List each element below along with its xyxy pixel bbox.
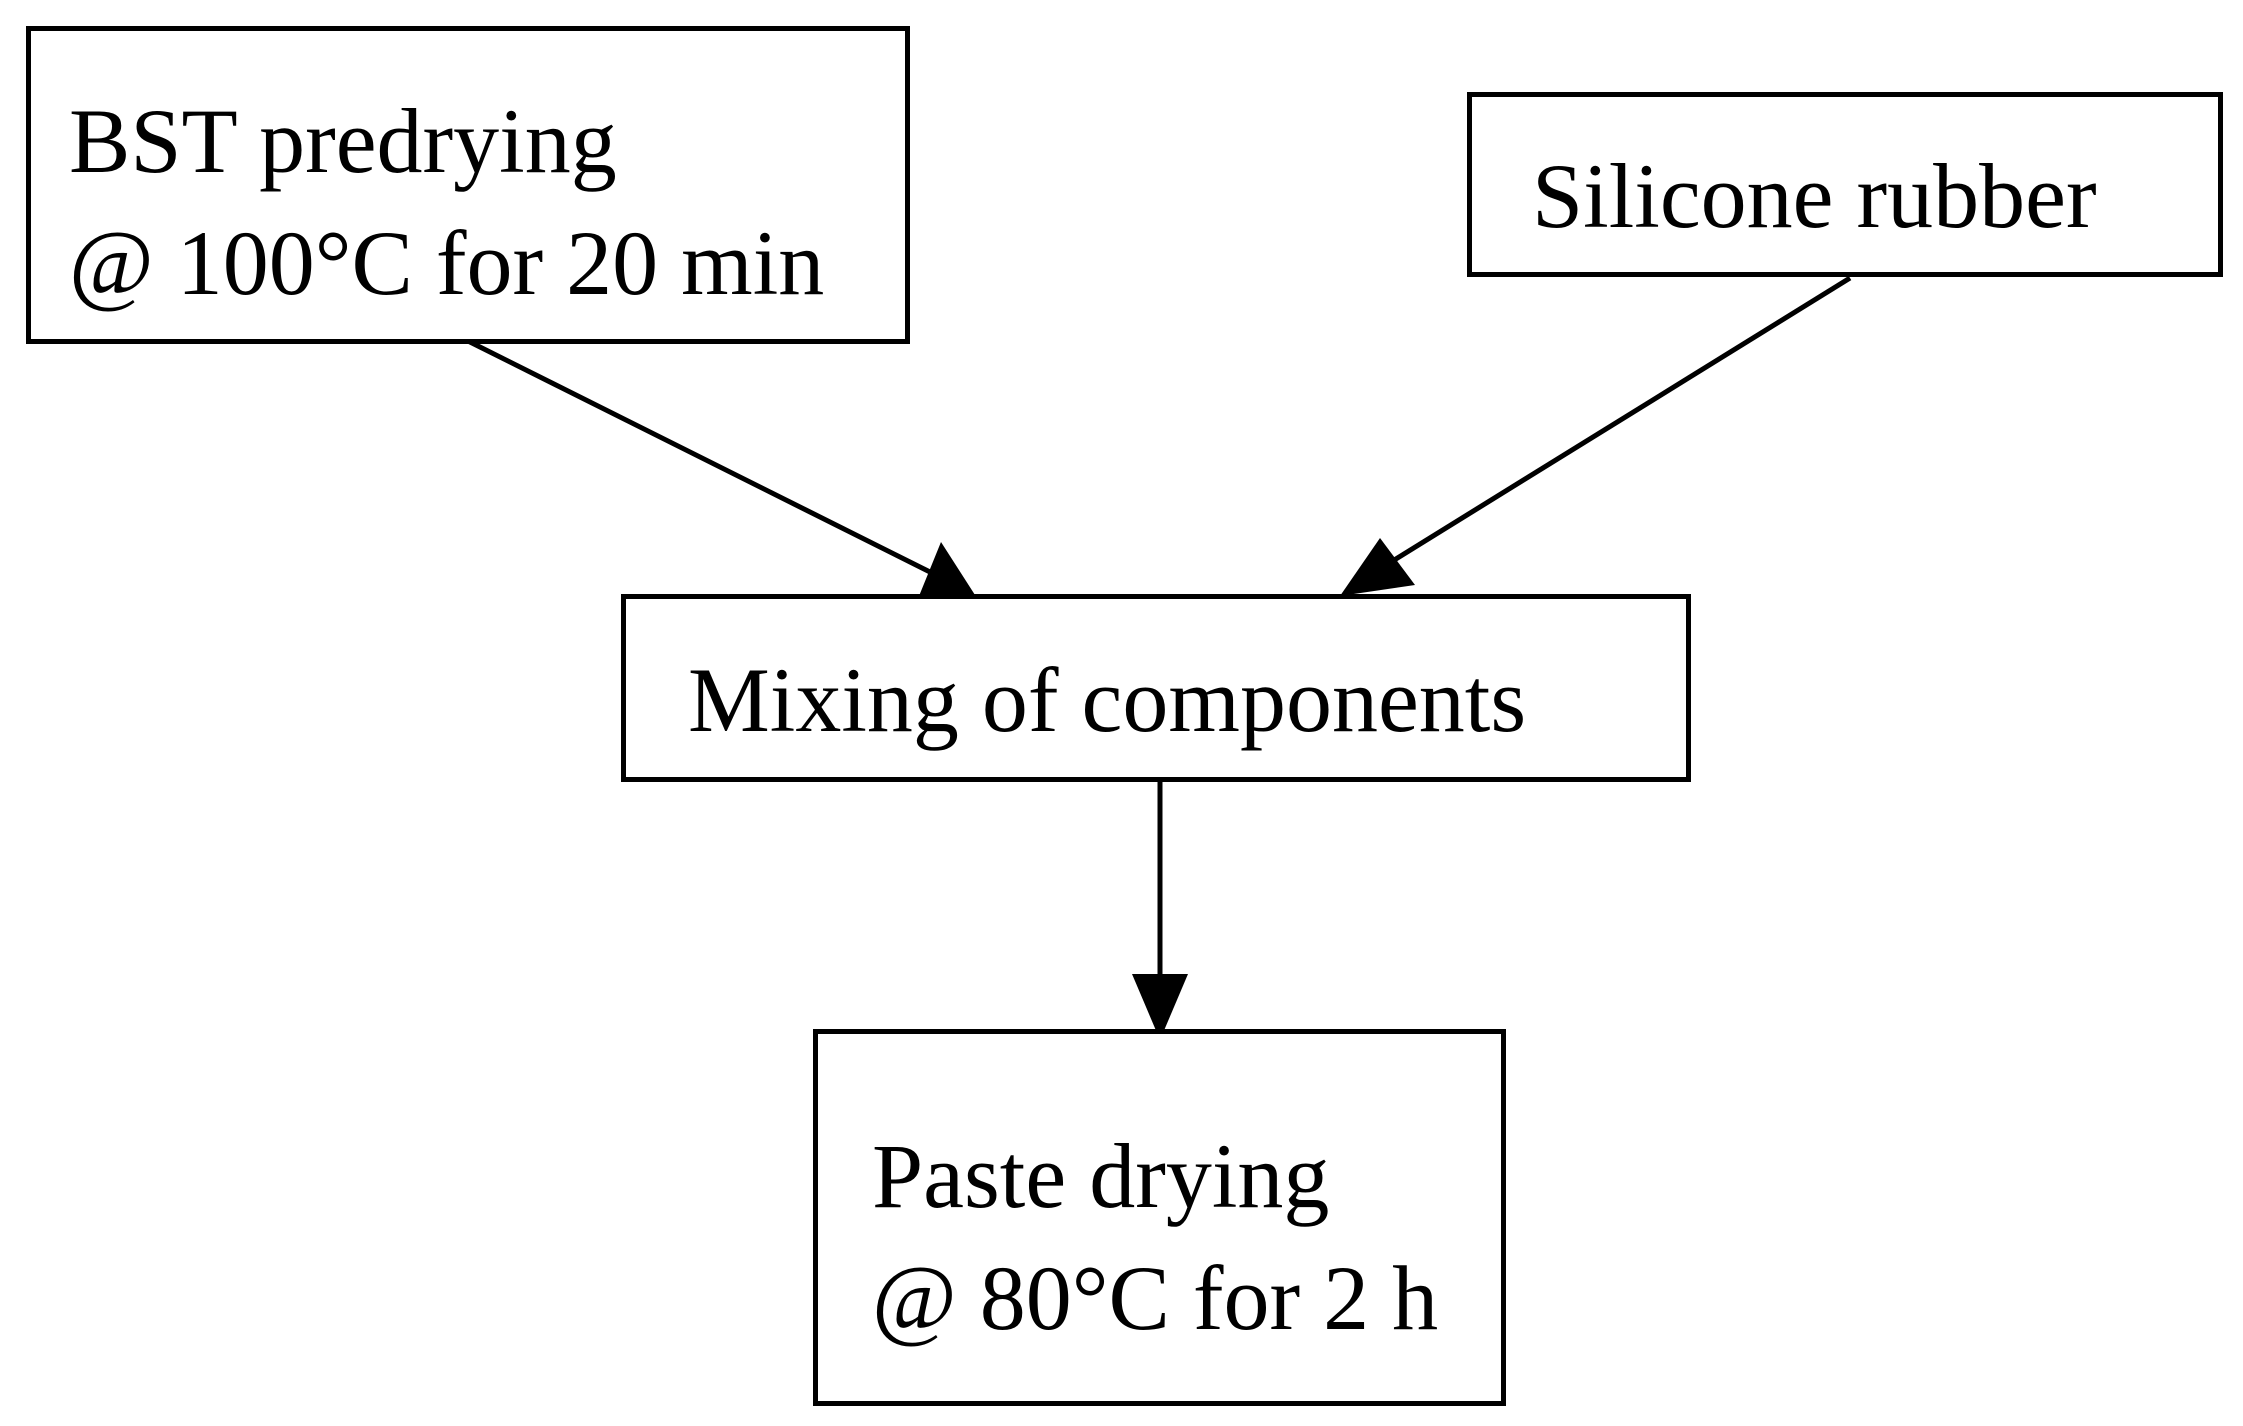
- silicone-rubber-title: Silicone rubber: [1532, 145, 2097, 247]
- arrow-mixing-to-paste: [1132, 780, 1188, 1040]
- arrow-silicone-to-mixing: [1340, 275, 1852, 596]
- paste-drying-title: Paste drying: [872, 1125, 1330, 1227]
- bst-predrying-condition: @ 100°C for 20 min: [69, 212, 825, 314]
- paste-drying-condition: @ 80°C for 2 h: [872, 1247, 1439, 1349]
- bst-predrying-title: BST predrying: [69, 90, 617, 192]
- bst-predrying-box: BST predrying @ 100°C for 20 min: [26, 26, 910, 344]
- silicone-rubber-box: Silicone rubber: [1467, 92, 2223, 277]
- mixing-title: Mixing of components: [688, 649, 1527, 751]
- paste-drying-box: Paste drying @ 80°C for 2 h: [813, 1029, 1506, 1406]
- arrow-bst-to-mixing: [466, 338, 975, 601]
- mixing-box: Mixing of components: [621, 594, 1691, 782]
